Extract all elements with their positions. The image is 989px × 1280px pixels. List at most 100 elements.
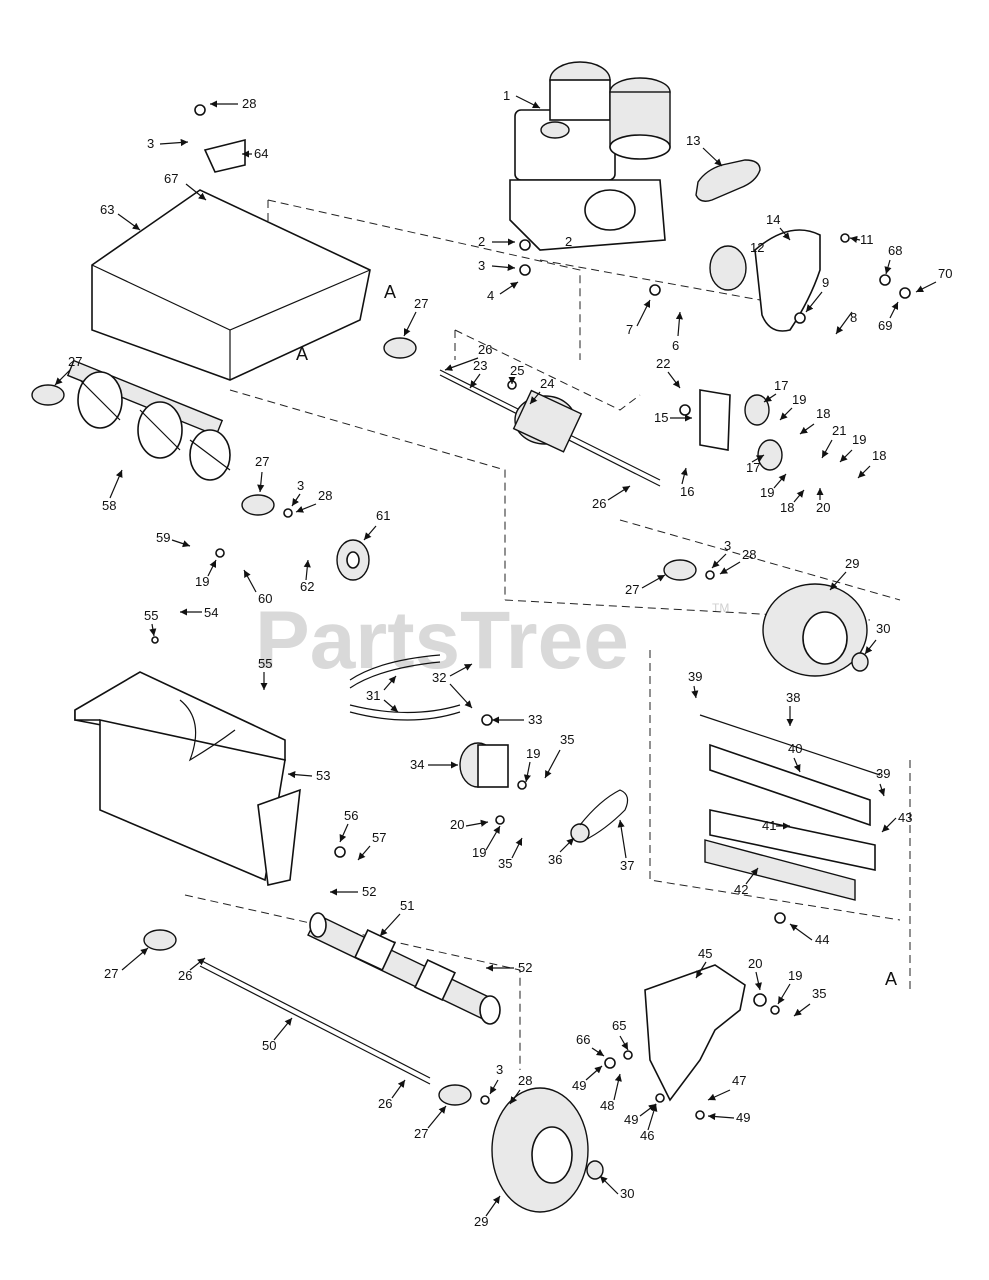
- chain-sprocket: [570, 789, 629, 843]
- callout-53: 53: [287, 768, 330, 783]
- svg-text:31: 31: [366, 688, 380, 703]
- svg-text:7: 7: [626, 322, 633, 337]
- agitator-roller: [307, 912, 501, 1025]
- svg-text:27: 27: [414, 1126, 428, 1141]
- callout-50: 50: [262, 1017, 293, 1053]
- svg-text:51: 51: [400, 898, 414, 913]
- callout-45: 45: [695, 946, 712, 979]
- callout-14: 14: [766, 212, 791, 241]
- svg-text:68: 68: [888, 243, 902, 258]
- engine: [509, 61, 671, 251]
- callout-25: 25: [508, 363, 524, 384]
- callout-67: 67: [164, 171, 207, 201]
- svg-text:69: 69: [878, 318, 892, 333]
- tine-reel: [66, 359, 231, 481]
- svg-text:35: 35: [560, 732, 574, 747]
- callout-8: 8: [835, 310, 857, 335]
- callout-26b: 26: [592, 485, 631, 511]
- section-marker-a-3: A: [885, 969, 897, 989]
- svg-text:11: 11: [860, 232, 874, 247]
- svg-text:52: 52: [362, 884, 376, 899]
- svg-text:27: 27: [104, 966, 118, 981]
- svg-text:23: 23: [473, 358, 487, 373]
- callout-22: 22: [656, 356, 681, 389]
- callout-18c: 18: [780, 489, 805, 515]
- svg-text:28: 28: [318, 488, 332, 503]
- wheel-lower: [491, 1087, 604, 1213]
- callout-34: 34: [410, 757, 458, 772]
- svg-text:65: 65: [612, 1018, 626, 1033]
- svg-text:2: 2: [565, 234, 572, 249]
- callout-60: 60: [243, 569, 272, 606]
- callout-37: 37: [617, 819, 634, 873]
- callout-61: 61: [363, 508, 390, 541]
- drive-shaft: [439, 369, 661, 487]
- svg-text:59: 59: [156, 530, 170, 545]
- callout-6: 6: [672, 311, 683, 353]
- callout-39a: 39: [688, 669, 702, 699]
- svg-text:3: 3: [724, 538, 731, 553]
- watermark-tm: TM: [712, 601, 729, 615]
- svg-text:64: 64: [254, 146, 268, 161]
- svg-text:8: 8: [850, 310, 857, 325]
- svg-text:16: 16: [680, 484, 694, 499]
- callout-30b: 30: [599, 1175, 634, 1201]
- svg-text:3: 3: [496, 1062, 503, 1077]
- svg-text:12: 12: [750, 240, 764, 255]
- callout-56: 56: [339, 808, 358, 843]
- svg-text:35: 35: [812, 986, 826, 1001]
- callout-44: 44: [789, 923, 829, 947]
- svg-text:19: 19: [472, 845, 486, 860]
- svg-text:30: 30: [620, 1186, 634, 1201]
- fasteners: [151, 104, 911, 1120]
- callout-47: 47: [707, 1073, 746, 1101]
- svg-text:49: 49: [736, 1110, 750, 1125]
- section-markers: A A A: [296, 282, 897, 989]
- pulley: [336, 539, 370, 581]
- svg-text:55: 55: [144, 608, 158, 623]
- callout-38: 38: [786, 690, 800, 726]
- callout-19e: 19: [523, 746, 540, 783]
- svg-text:2: 2: [478, 234, 485, 249]
- callout-2: 2: [478, 234, 515, 249]
- svg-text:14: 14: [766, 212, 780, 227]
- svg-text:35: 35: [498, 856, 512, 871]
- callout-18b: 18: [857, 448, 886, 479]
- callout-27a: 27: [54, 354, 82, 386]
- callout-35a: 35: [544, 732, 574, 779]
- callout-31: 31: [366, 675, 399, 713]
- svg-text:17: 17: [774, 378, 788, 393]
- svg-text:13: 13: [686, 133, 700, 148]
- svg-text:19: 19: [526, 746, 540, 761]
- svg-text:39: 39: [876, 766, 890, 781]
- svg-text:26: 26: [592, 496, 606, 511]
- callout-36: 36: [548, 837, 575, 867]
- callout-58: 58: [102, 469, 123, 513]
- svg-text:41: 41: [762, 818, 776, 833]
- svg-text:48: 48: [600, 1098, 614, 1113]
- callout-51: 51: [379, 898, 414, 937]
- svg-text:42: 42: [734, 882, 748, 897]
- svg-text:27: 27: [68, 354, 82, 369]
- callout-32: 32: [432, 663, 473, 709]
- svg-text:19: 19: [195, 574, 209, 589]
- callout-59: 59: [156, 530, 191, 548]
- callout-35c: 35: [793, 986, 826, 1017]
- svg-text:60: 60: [258, 591, 272, 606]
- svg-text:29: 29: [474, 1214, 488, 1229]
- callout-19c: 19: [760, 473, 787, 500]
- callout-63: 63: [100, 202, 141, 231]
- svg-text:54: 54: [204, 605, 218, 620]
- svg-text:6: 6: [672, 338, 679, 353]
- callout-3d: 3: [711, 538, 731, 569]
- svg-text:3: 3: [297, 478, 304, 493]
- svg-text:58: 58: [102, 498, 116, 513]
- svg-text:19: 19: [852, 432, 866, 447]
- hoses: [349, 654, 461, 721]
- callout-20b: 20: [450, 817, 489, 832]
- svg-text:26: 26: [378, 1096, 392, 1111]
- hood-cover: [91, 189, 371, 381]
- callout-68: 68: [884, 243, 902, 275]
- svg-text:45: 45: [698, 946, 712, 961]
